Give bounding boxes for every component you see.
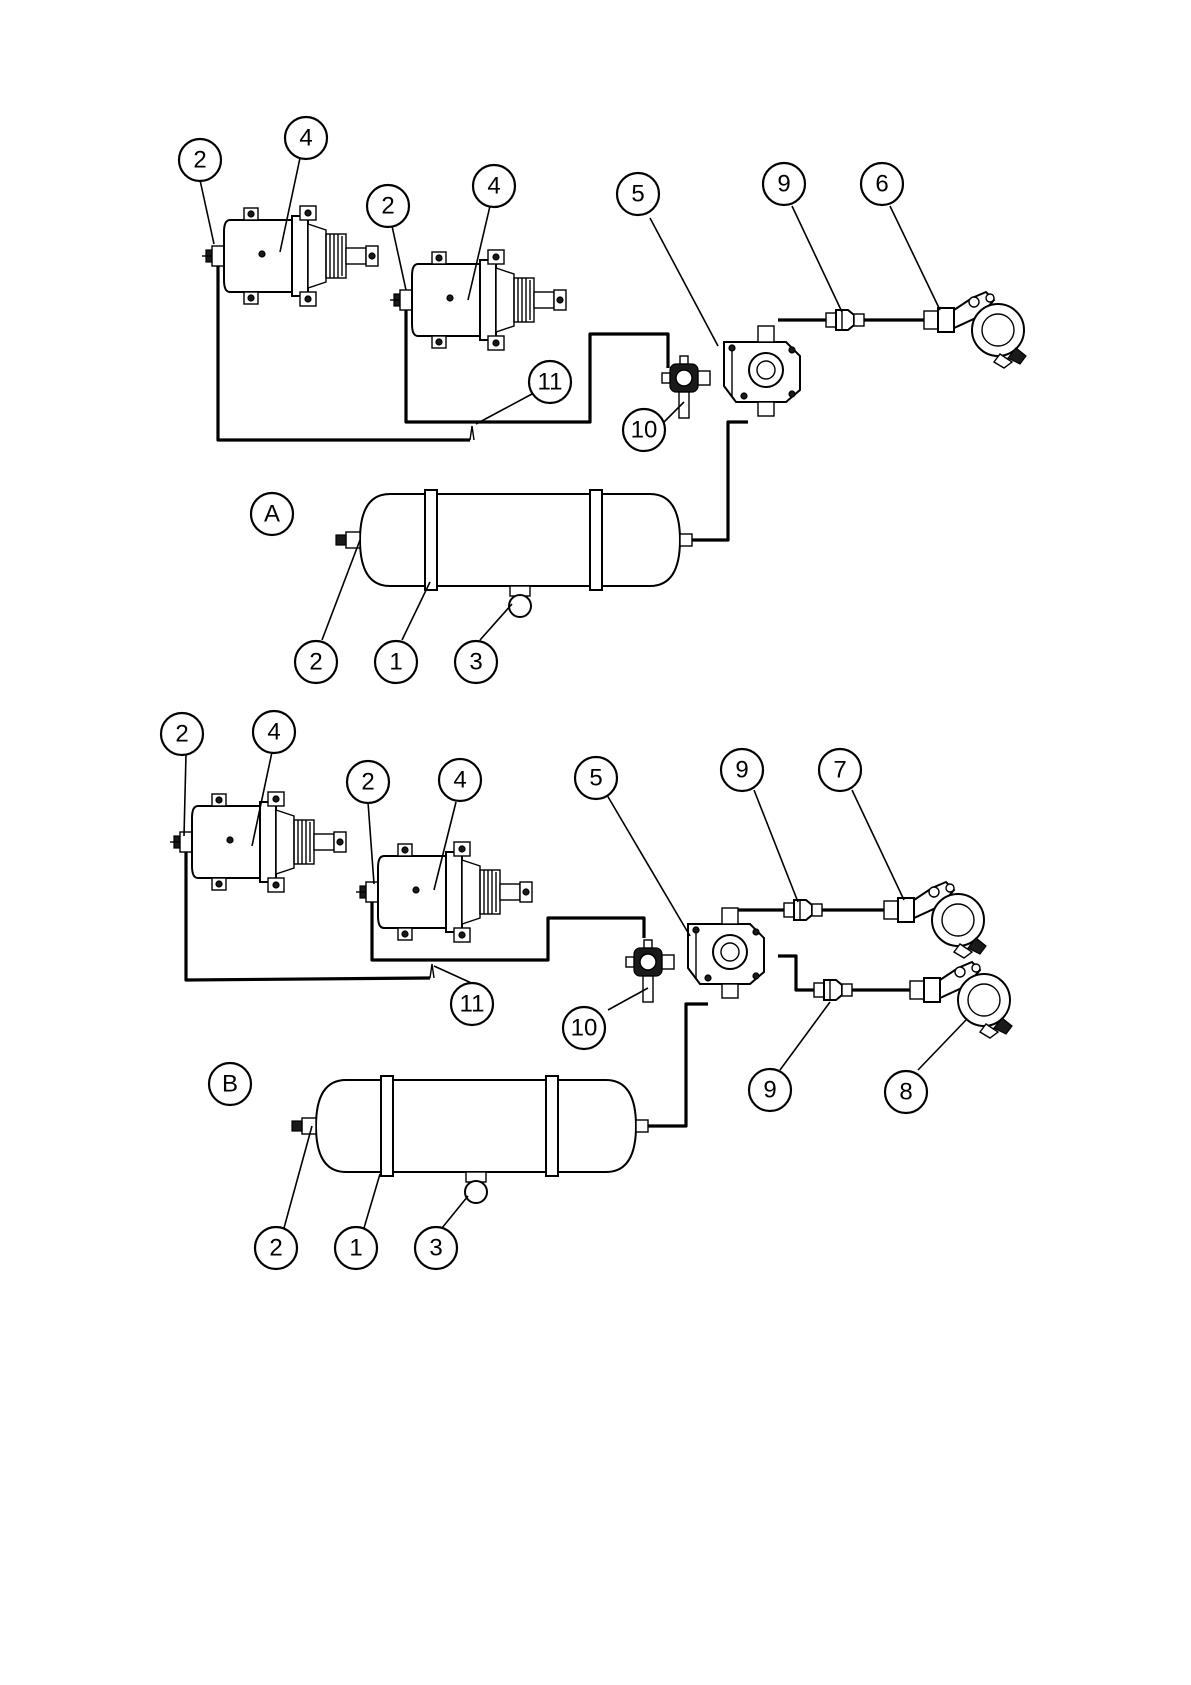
callout-b-5: 5 bbox=[575, 757, 617, 799]
svg-text:B: B bbox=[222, 1071, 238, 1098]
inline-coupling-b-upper bbox=[784, 900, 822, 920]
control-valve-b bbox=[688, 908, 764, 998]
svg-text:4: 4 bbox=[453, 767, 466, 794]
callout-b-2-top: 2 bbox=[161, 713, 203, 755]
svg-text:10: 10 bbox=[571, 1015, 598, 1042]
svg-text:4: 4 bbox=[267, 719, 280, 746]
svg-text:2: 2 bbox=[361, 769, 374, 796]
pipe-b-crossover bbox=[430, 964, 434, 978]
pipe-a-crossover bbox=[470, 426, 474, 440]
callout-a-11: 11 bbox=[529, 361, 571, 403]
callout-b-9-bottom: 9 bbox=[749, 1069, 791, 1111]
pipe-a-tank bbox=[678, 422, 748, 540]
svg-text:2: 2 bbox=[269, 1235, 282, 1262]
control-valve-a bbox=[724, 326, 800, 416]
svg-text:3: 3 bbox=[429, 1235, 442, 1262]
svg-text:1: 1 bbox=[389, 649, 402, 676]
svg-text:9: 9 bbox=[735, 757, 748, 784]
callout-a-5: 5 bbox=[617, 173, 659, 215]
section-label-b: B bbox=[209, 1063, 251, 1105]
svg-text:A: A bbox=[264, 501, 280, 528]
callout-b-10: 10 bbox=[563, 1007, 605, 1049]
svg-text:5: 5 bbox=[589, 765, 602, 792]
callout-a-9: 9 bbox=[763, 163, 805, 205]
callout-b-4-mid: 4 bbox=[439, 759, 481, 801]
callout-a-2-mid: 2 bbox=[367, 185, 409, 227]
inline-coupling-a bbox=[826, 310, 864, 330]
air-tank-b bbox=[292, 1076, 648, 1203]
callout-a-2-bottom: 2 bbox=[295, 641, 337, 683]
callout-a-3: 3 bbox=[455, 641, 497, 683]
brake-chamber-a2 bbox=[390, 250, 566, 350]
svg-text:7: 7 bbox=[833, 757, 846, 784]
brake-chamber-b2 bbox=[356, 842, 532, 942]
svg-text:4: 4 bbox=[487, 173, 500, 200]
svg-text:9: 9 bbox=[777, 171, 790, 198]
svg-text:5: 5 bbox=[631, 181, 644, 208]
svg-text:3: 3 bbox=[469, 649, 482, 676]
svg-text:10: 10 bbox=[631, 417, 658, 444]
svg-text:2: 2 bbox=[381, 193, 394, 220]
brake-chamber-a1 bbox=[202, 206, 378, 306]
diagram-b: 2 4 2 4 5 9 7 11 bbox=[161, 711, 1012, 1269]
section-label-a: A bbox=[251, 493, 293, 535]
svg-text:9: 9 bbox=[763, 1077, 776, 1104]
brake-chamber-b1 bbox=[170, 792, 346, 892]
callout-a-6: 6 bbox=[861, 163, 903, 205]
pipe-b-tank bbox=[632, 1004, 708, 1126]
callout-b-2-mid: 2 bbox=[347, 761, 389, 803]
callout-b-7: 7 bbox=[819, 749, 861, 791]
svg-text:2: 2 bbox=[309, 649, 322, 676]
svg-text:2: 2 bbox=[175, 721, 188, 748]
callout-a-1: 1 bbox=[375, 641, 417, 683]
callout-b-11: 11 bbox=[451, 983, 493, 1025]
callout-a-4-mid: 4 bbox=[473, 165, 515, 207]
callout-b-2-bottom: 2 bbox=[255, 1227, 297, 1269]
gladhand-a bbox=[924, 292, 1026, 368]
svg-text:11: 11 bbox=[460, 991, 485, 1018]
svg-text:6: 6 bbox=[875, 171, 888, 198]
callout-a-10: 10 bbox=[623, 409, 665, 451]
gladhand-b-lower bbox=[910, 962, 1012, 1038]
callout-a-4-top: 4 bbox=[285, 117, 327, 159]
diagram-a: 2 4 2 4 5 9 6 11 bbox=[179, 117, 1026, 683]
svg-text:1: 1 bbox=[349, 1235, 362, 1262]
svg-text:8: 8 bbox=[899, 1079, 912, 1106]
callout-b-1: 1 bbox=[335, 1227, 377, 1269]
callout-b-4-top: 4 bbox=[253, 711, 295, 753]
air-tank-a bbox=[336, 490, 692, 617]
callout-b-9-top: 9 bbox=[721, 749, 763, 791]
svg-text:2: 2 bbox=[193, 147, 206, 174]
relief-valve-b bbox=[626, 940, 674, 1002]
callout-b-3: 3 bbox=[415, 1227, 457, 1269]
inline-coupling-b-lower bbox=[814, 980, 852, 1000]
callout-b-8: 8 bbox=[885, 1071, 927, 1113]
svg-text:11: 11 bbox=[538, 369, 563, 396]
svg-text:4: 4 bbox=[299, 125, 312, 152]
gladhand-b-upper bbox=[884, 882, 986, 958]
callout-a-2-top: 2 bbox=[179, 139, 221, 181]
